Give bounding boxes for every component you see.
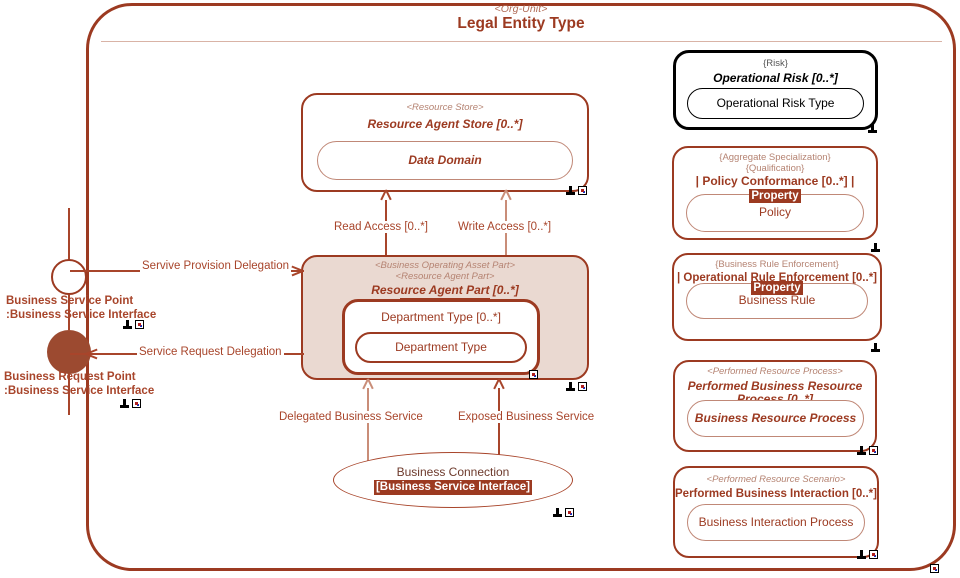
business-service-point-type: :Business Service Interface (6, 308, 157, 321)
resource-agent-store-name: Resource Agent Store [0..*] (367, 116, 523, 131)
pill-department-type[interactable]: Department Type (355, 332, 527, 363)
department-type-name: Department Type [0..*] (381, 310, 501, 324)
business-request-point-label: Business Request Point :Business Service… (4, 371, 154, 398)
policy-conformance-stereotype-1: {Aggregate Specialization} (719, 152, 831, 163)
nested-element-marker-icon-part[interactable] (578, 382, 587, 391)
business-service-interface-highlight-label: [Business Service Interface] (373, 480, 533, 495)
org-unit-header-divider (101, 41, 942, 42)
business-rule-property-highlight-label: Property (751, 281, 803, 296)
policy-conformance-stereotype-2: {Qualification} (745, 162, 805, 174)
edge-write-access-arrowhead (499, 190, 512, 200)
org-unit-stereotype: <Org-Unit> (494, 3, 548, 15)
expand-marker-icon-connection[interactable] (553, 508, 562, 517)
expand-marker-icon-port2[interactable] (120, 399, 129, 408)
nested-element-marker-icon-resource-process[interactable] (869, 446, 878, 455)
operational-rule-enforcement-stereotype: {Business Rule Enforcement} (715, 259, 839, 270)
port-spine-upper (68, 208, 71, 270)
operational-risk-stereotype: {Risk} (763, 58, 788, 69)
expand-marker-icon-risk[interactable] (868, 124, 877, 133)
edge-exposed-business-service-arrowhead (492, 379, 505, 389)
business-request-point-name: Business Request Point (4, 371, 136, 383)
expand-marker-icon-store[interactable] (566, 186, 575, 195)
pill-business-interaction-process[interactable]: Business Interaction Process (687, 504, 865, 541)
edge-service-provision-arrowhead (291, 264, 303, 276)
nested-element-marker-icon-department[interactable] (529, 370, 538, 379)
operational-rule-highlight-wrap: Property (672, 281, 882, 296)
nested-element-marker-icon-connection[interactable] (565, 508, 574, 517)
policy-conformance-name: | Policy Conformance [0..*] | (695, 174, 855, 189)
expand-marker-icon-port1[interactable] (123, 320, 132, 329)
operational-risk-type-label: Operational Risk Type (716, 95, 835, 110)
business-connection-highlight-wrap: [Business Service Interface] (373, 480, 533, 495)
pill-operational-risk-type[interactable]: Operational Risk Type (687, 88, 864, 119)
expand-marker-icon-part[interactable] (566, 382, 575, 391)
operational-risk-name: Operational Risk [0..*] (713, 70, 838, 85)
edge-label-exposed-business-service: Exposed Business Service (456, 411, 597, 423)
edge-exposed-business-service-line (498, 388, 500, 460)
expand-marker-icon-resource-process[interactable] (857, 446, 866, 455)
business-service-point-label: Business Service Point :Business Service… (6, 295, 156, 322)
nested-element-marker-icon-interaction[interactable] (869, 550, 878, 559)
port-spine-middle (68, 295, 71, 330)
org-unit-frame[interactable] (86, 3, 956, 571)
expand-marker-icon-policy[interactable] (871, 243, 880, 252)
business-request-point-port[interactable] (47, 330, 91, 374)
business-interaction-process-label: Business Interaction Process (698, 514, 854, 529)
performed-business-resource-process-stereotype: <Performed Resource Process> (707, 366, 843, 377)
edge-label-service-provision-delegation: Servive Provision Delegation (140, 260, 292, 272)
edge-delegated-business-service-line (367, 388, 369, 466)
business-request-point-type: :Business Service Interface (4, 384, 155, 397)
edge-delegated-business-service-arrowhead (361, 379, 374, 389)
org-unit-header: <Org-Unit> Legal Entity Type (100, 3, 942, 33)
policy-conformance-highlight-wrap: Property (672, 189, 878, 204)
business-resource-process-label: Business Resource Process (694, 410, 857, 425)
resource-agent-part-stereotype-1: <Business Operating Asset Part> (374, 260, 516, 271)
pill-business-resource-process[interactable]: Business Resource Process (687, 400, 864, 437)
business-connection-title: Business Connection (396, 465, 510, 480)
nested-element-marker-icon-port2[interactable] (132, 399, 141, 408)
pill-business-rule[interactable]: Business Rule (686, 283, 868, 319)
edge-label-delegated-business-service: Delegated Business Service (277, 411, 425, 423)
department-type-pill-label: Department Type (395, 339, 487, 354)
port-spine-lower (68, 370, 71, 415)
nested-element-marker-icon-port1[interactable] (135, 320, 144, 329)
pill-data-domain[interactable]: Data Domain (317, 141, 573, 180)
edge-label-service-request-delegation: Service Request Delegation (137, 346, 284, 358)
business-service-point-name: Business Service Point (6, 295, 134, 307)
policy-pill-label: Policy (758, 205, 791, 220)
nested-element-marker-icon-store[interactable] (578, 186, 587, 195)
nested-element-marker-icon-canvas[interactable] (930, 564, 939, 573)
edge-label-read-access: Read Access [0..*] (332, 221, 430, 233)
performed-business-interaction-name: Performed Business Interaction [0..*] (675, 487, 877, 500)
policy-property-highlight-label: Property (749, 189, 801, 204)
expand-marker-icon-rule[interactable] (871, 343, 880, 352)
edge-service-request-arrowhead (86, 347, 98, 359)
data-domain-label: Data Domain (408, 152, 482, 167)
performed-business-interaction-stereotype: <Performed Resource Scenario> (706, 474, 846, 485)
edge-label-write-access: Write Access [0..*] (456, 221, 554, 233)
node-business-connection[interactable]: Business Connection [Business Service In… (333, 452, 573, 508)
resource-agent-store-stereotype: <Resource Store> (406, 102, 484, 113)
resource-agent-part-name: Resource Agent Part [0..*] (371, 283, 519, 298)
edge-read-access-arrowhead (379, 190, 392, 200)
page-title: Legal Entity Type (457, 15, 585, 33)
resource-agent-part-stereotype-2: <Resource Agent Part> (395, 270, 495, 282)
expand-marker-icon-interaction[interactable] (857, 550, 866, 559)
business-rule-pill-label: Business Rule (738, 293, 816, 308)
business-service-point-port[interactable] (51, 259, 87, 295)
